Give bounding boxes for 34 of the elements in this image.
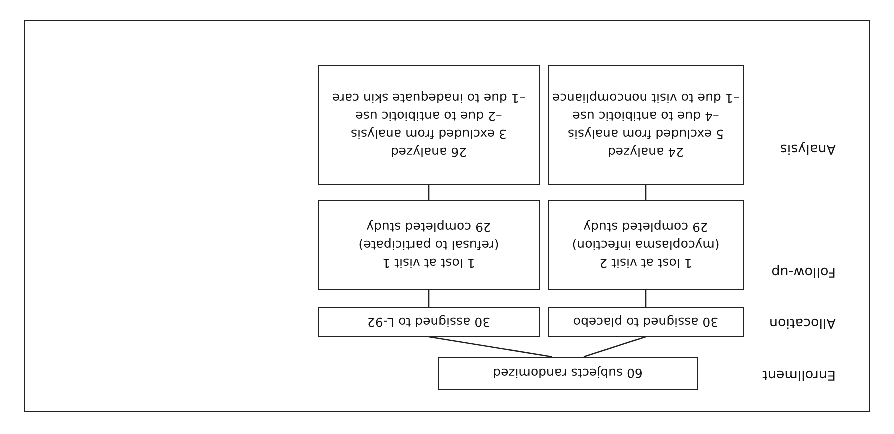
box-text: 30 assigned to L-92 xyxy=(367,314,491,331)
box-text: –1 due to visit noncompliance xyxy=(552,90,740,107)
process-box xyxy=(548,307,744,337)
process-box xyxy=(318,307,540,337)
stage-label: Analysis xyxy=(780,141,836,157)
box-text: 24 analyzed xyxy=(608,144,684,161)
process-box xyxy=(548,200,744,290)
connector-line xyxy=(428,290,430,307)
box-text: 5 excluded from analysis xyxy=(568,126,724,143)
process-box xyxy=(548,65,744,185)
box-text: –4 due to antibiotic use xyxy=(572,108,720,125)
stage-label: Allocation xyxy=(769,315,836,331)
box-text: 1 lost at visit 1 xyxy=(382,255,476,272)
box-text: 29 completed study xyxy=(584,219,708,236)
box-text: (mycoplasma infection) xyxy=(572,237,720,254)
process-box xyxy=(318,65,540,185)
stage-label: Follow-up xyxy=(772,264,836,280)
connector-line xyxy=(428,185,430,200)
box-text: 3 excluded from analysis xyxy=(350,126,508,143)
box-text: 1 lost at visit 2 xyxy=(600,255,692,272)
connector-line xyxy=(645,290,647,307)
box-text: 26 analyzed xyxy=(390,144,468,161)
box-text: 30 assigned to placebo xyxy=(573,314,719,331)
process-box xyxy=(318,200,540,290)
connector-line xyxy=(584,336,646,358)
box-text: (refusal to participate) xyxy=(358,237,500,254)
stage-label: Enrollment xyxy=(762,367,836,383)
process-box xyxy=(438,357,698,390)
connector-line xyxy=(645,185,647,200)
box-text: –2 due to antibiotic use xyxy=(356,108,502,125)
connector-line xyxy=(428,336,552,358)
box-text: 29 completed study xyxy=(366,219,492,236)
box-text: –1 due to inadequate skin care xyxy=(332,90,526,107)
box-text: 60 subjects randomized xyxy=(493,365,643,382)
